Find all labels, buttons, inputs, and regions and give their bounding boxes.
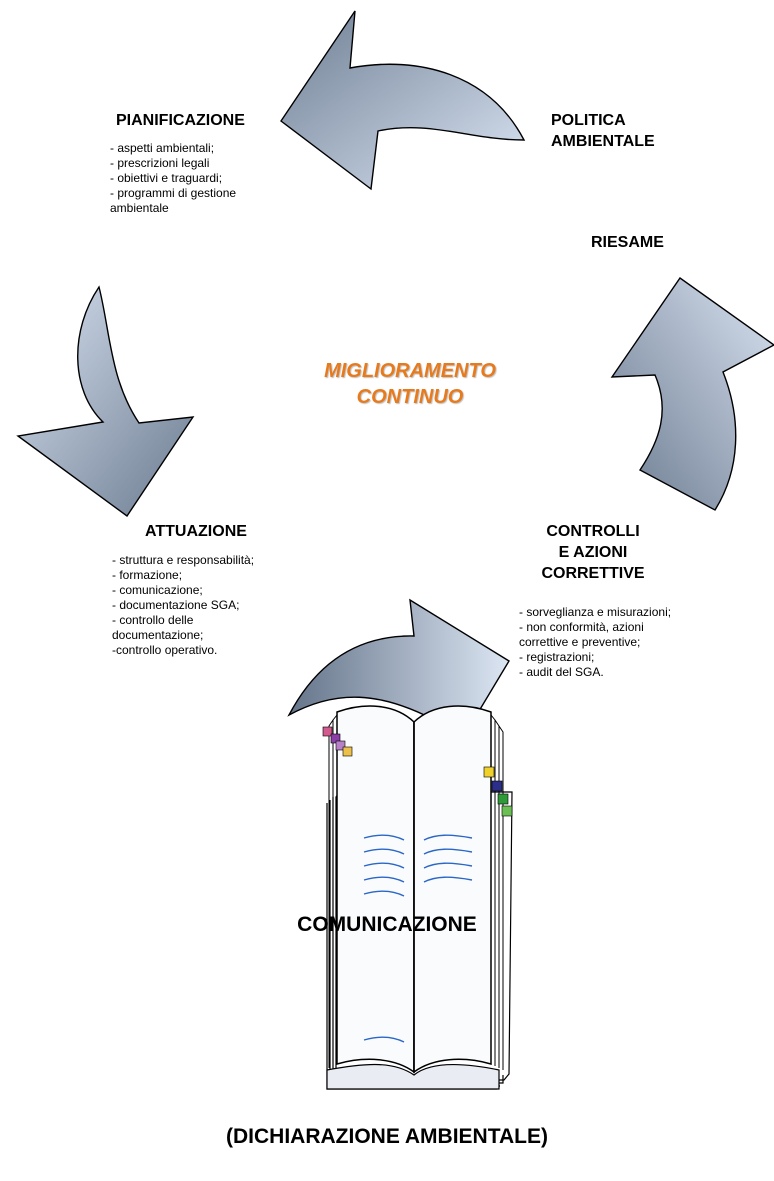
controlli-title-line3: CORRETTIVE: [541, 565, 645, 582]
center-label: MIGLIORAMENTO CONTINUO: [300, 358, 520, 410]
attuazione-title: ATTUAZIONE: [145, 523, 247, 540]
list-item: - obiettivi e traguardi;: [110, 171, 223, 185]
riesame-title: RIESAME: [591, 234, 664, 251]
center-label-line2: CONTINUO: [356, 386, 464, 408]
arrow-right-up: [610, 277, 774, 511]
list-item: - struttura e responsabilità;: [112, 553, 255, 567]
list-item: ambientale: [110, 201, 169, 215]
controlli-title-line2: E AZIONI: [558, 544, 628, 561]
list-item: documentazione;: [112, 628, 204, 642]
controlli-list: - sorveglianza e misurazioni; - non conf…: [519, 605, 719, 680]
list-item: - documentazione SGA;: [112, 598, 240, 612]
controlli-title: CONTROLLI E AZIONI CORRETTIVE: [513, 521, 673, 584]
dichiarazione-title: (DICHIARAZIONE AMBIENTALE): [226, 1125, 548, 1148]
pianificazione-list: - aspetti ambientali; - prescrizioni leg…: [110, 141, 280, 216]
politica-title-line1: POLITICA: [551, 112, 626, 129]
list-item: - prescrizioni legali: [110, 156, 210, 170]
arrow-top-left: [280, 10, 526, 191]
arrow-left-down: [16, 285, 195, 517]
list-item: - aspetti ambientali;: [110, 141, 215, 155]
list-item: - audit del SGA.: [519, 665, 604, 679]
list-item: - registrazioni;: [519, 650, 595, 664]
pianificazione-title: PIANIFICAZIONE: [116, 112, 245, 129]
center-label-line1: MIGLIORAMENTO: [324, 360, 496, 382]
list-item: - comunicazione;: [112, 583, 203, 597]
list-item: correttive e preventive;: [519, 635, 641, 649]
list-item: - non conformità, azioni: [519, 620, 644, 634]
list-item: - programmi di gestione: [110, 186, 237, 200]
list-item: - formazione;: [112, 568, 183, 582]
comunicazione-title: COMUNICAZIONE: [297, 913, 477, 936]
controlli-title-line1: CONTROLLI: [546, 523, 640, 540]
open-book-icon: [322, 705, 513, 1090]
politica-title-line2: AMBIENTALE: [551, 133, 655, 150]
attuazione-list: - struttura e responsabilità; - formazio…: [112, 553, 302, 658]
list-item: -controllo operativo.: [112, 643, 218, 657]
list-item: - sorveglianza e misurazioni;: [519, 605, 672, 619]
list-item: - controllo delle: [112, 613, 194, 627]
